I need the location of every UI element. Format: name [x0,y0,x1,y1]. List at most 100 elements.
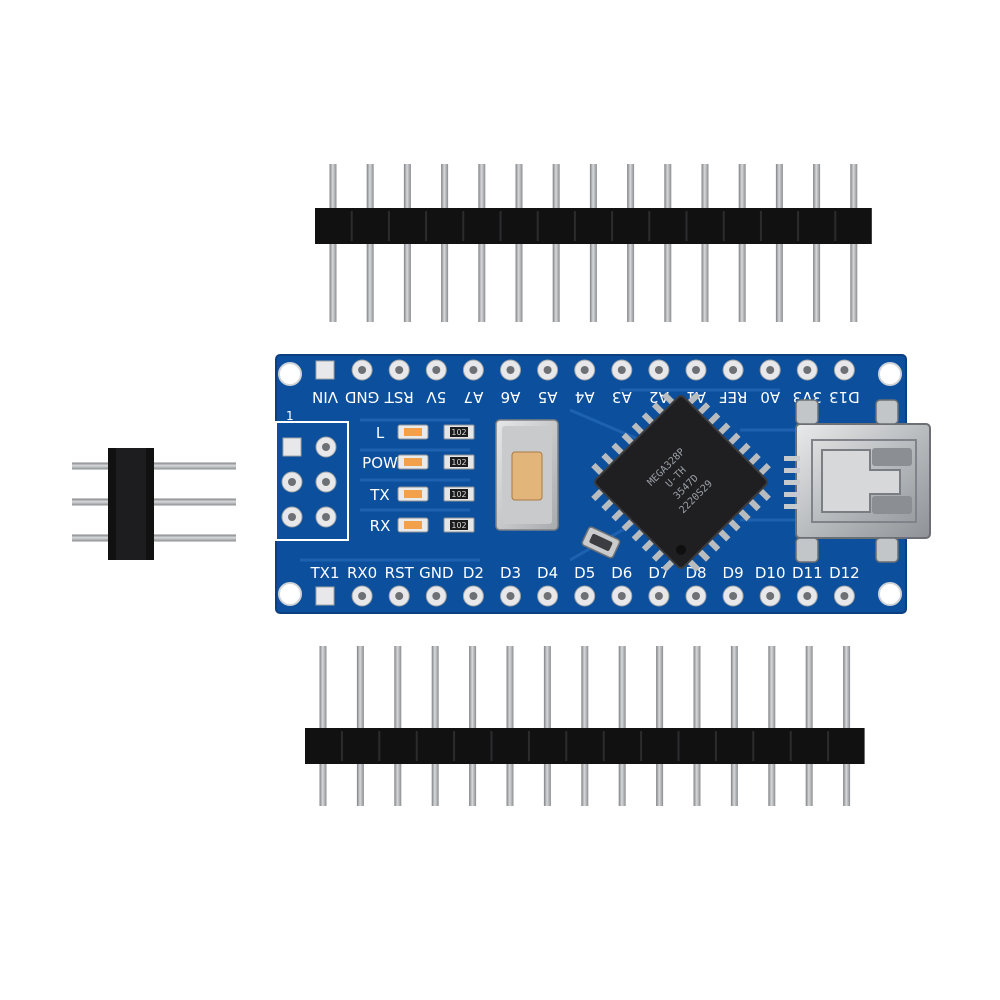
chip-leg [717,422,731,436]
header-pin [581,646,589,806]
chip-leg [697,402,711,416]
header-pin [356,646,364,806]
top-pin-label: VIN [312,388,338,406]
chip-leg [651,549,665,562]
chip-leg [687,392,701,405]
usb-pin [784,480,800,485]
led-lens [404,428,422,436]
pin-hole [322,513,330,521]
usb-pin [784,456,800,461]
bottom-pin-label: TX1 [310,564,340,582]
chip-leg [601,452,615,466]
resistor-body [450,427,468,437]
top-pin-label: REF [719,388,748,406]
pin-pad [315,586,335,606]
pin-hole [543,592,552,600]
chip-leg [631,528,645,542]
pin-hole [580,592,589,600]
usb-pin [784,504,800,509]
chip-leg [631,422,645,436]
chip-leg [611,508,625,522]
top-pin-label: GND [345,388,379,406]
resistor-label: 102 [451,458,466,467]
pcb-trace [569,408,641,442]
icsp-pads [281,436,337,528]
bottom-pin-label: RST [385,564,415,582]
pin-hole [654,366,663,374]
top-pin-label: A5 [538,388,558,406]
bottom-pin-label: D2 [463,564,484,582]
usb-pin [784,492,800,497]
chip-leg [758,488,771,502]
pin-hole [654,592,663,600]
icsp-pin-header [72,448,236,560]
pin-hole [395,366,404,374]
chip-leg [591,488,604,502]
pin-hole [840,366,849,374]
bottom-pin-label: D10 [755,564,786,582]
chip-leg [601,498,615,512]
chip-leg [717,528,731,542]
usb-pin [784,468,800,473]
led-label: POW [362,454,398,472]
pin-hole [288,478,296,486]
pin-hole [692,592,700,600]
resistor-label: 102 [451,428,466,437]
mounting-hole [878,582,902,606]
chip-leg [697,548,711,562]
pin-hole [469,592,478,600]
top-pin-header [315,164,872,322]
resistor-body [450,520,468,530]
pin-hole [288,513,296,521]
chip-leg [737,508,751,522]
chip-leg [687,559,701,572]
resistor-label: 102 [451,521,466,530]
reset-button [495,419,559,531]
top-pin-label: A6 [501,388,521,406]
arduino-nano-board: VINGNDRST5VA7A6A5A4A3A2A1REFA03V3D13 TX1… [275,354,931,614]
chip-leg [641,412,655,426]
top-pin-label: A7 [463,388,483,406]
chip-leg [651,402,665,415]
bottom-pin-label: D6 [611,564,632,582]
pin-hole [469,366,478,374]
chip-leg [727,518,741,532]
bottom-pin-pads [315,585,855,607]
led-label: TX [369,486,389,504]
pin-hole [766,366,775,374]
chip-leg [591,462,604,476]
header-pin [431,646,439,806]
chip-leg [758,462,771,476]
top-pin-label: 5V [426,388,447,406]
pin-hole [395,592,404,600]
bottom-pin-label: D5 [574,564,595,582]
chip-pin1-dot [676,544,686,555]
header-pin [618,646,626,806]
chip-leg [641,538,655,552]
top-pin-label: A0 [760,388,780,406]
header-pin [693,646,701,806]
pin-pad [315,360,335,380]
pin-hole [692,366,700,374]
mounting-hole [878,362,902,386]
top-pin-label: A2 [649,388,669,406]
led-label: L [376,424,385,442]
top-pin-label: D13 [829,388,860,406]
icsp-header-shade [116,448,146,560]
pin-hole [322,478,330,486]
chip-leg [737,442,751,456]
header-pin [843,646,851,806]
bottom-pin-label: D9 [723,564,744,582]
chip-leg [707,538,721,552]
pin-hole [322,443,330,451]
icsp-outline [275,421,349,541]
header-pin [319,646,327,806]
top-pin-label: A4 [575,388,595,406]
pin-hole [803,592,812,600]
top-pin-label: RST [384,388,414,406]
top-pin-labels: VINGNDRST5VA7A6A5A4A3A2A1REFA03V3D13 [312,388,860,406]
